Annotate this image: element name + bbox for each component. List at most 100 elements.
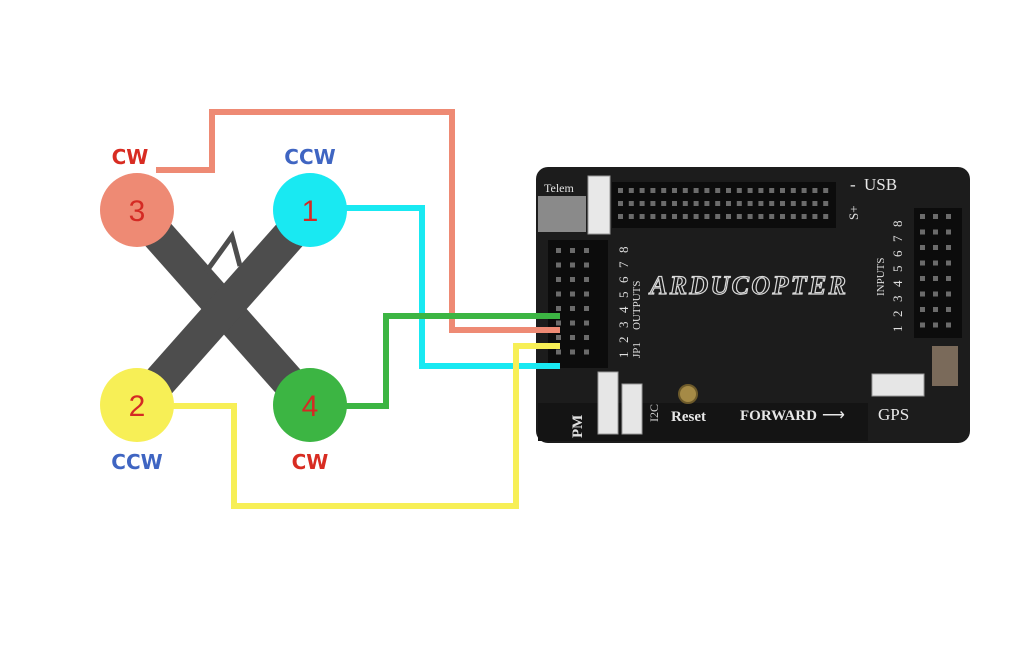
telem-housing: [538, 196, 586, 232]
output-pin: [570, 277, 575, 282]
motor-2: 2 CCW: [100, 368, 174, 474]
header-pin: [628, 188, 634, 193]
output-pin: [556, 320, 561, 326]
input-pin: [933, 276, 938, 281]
header-pin: [704, 188, 710, 193]
header-pin: [693, 214, 699, 219]
output-pin: [570, 248, 575, 253]
header-pin: [618, 188, 623, 193]
header-pin: [628, 201, 634, 206]
header-pin: [693, 188, 699, 193]
header-pin: [823, 201, 829, 206]
output-pin: [570, 349, 575, 355]
input-number: 2: [890, 311, 905, 318]
output-pin: [570, 320, 575, 326]
motor-2-number: 2: [129, 390, 146, 423]
motor-3-circle: [100, 173, 174, 247]
header-pin: [801, 214, 807, 219]
header-pin: [736, 188, 742, 193]
input-pin: [946, 214, 951, 219]
output-pin: [556, 262, 561, 268]
header-pin: [747, 201, 753, 206]
header-pin: [769, 188, 775, 193]
header-pin: [639, 201, 645, 206]
input-pin: [946, 260, 951, 266]
outputs-label: OUTPUTS: [631, 280, 643, 330]
header-pin: [682, 188, 688, 193]
output-number: 2: [616, 337, 631, 344]
header-pin: [661, 201, 667, 206]
output-pin: [584, 306, 589, 311]
input-pin: [920, 291, 925, 297]
header-pin: [693, 201, 699, 206]
wire-motor-3: [156, 109, 560, 333]
output-pin: [584, 349, 589, 355]
header-pin: [650, 201, 656, 206]
output-number: 7: [616, 261, 631, 268]
output-number: 4: [616, 306, 631, 313]
header-pin: [672, 201, 677, 206]
output-number: 3: [616, 322, 631, 329]
input-pin: [946, 291, 951, 297]
header-pin: [823, 214, 829, 219]
header-pin: [650, 214, 656, 219]
header-pin: [780, 214, 785, 219]
motor-4-rotation: CW: [292, 450, 329, 474]
output-pin: [584, 320, 589, 326]
header-pin: [758, 188, 764, 193]
header-pin: [682, 201, 688, 206]
motor-3: 3 CW: [100, 145, 174, 247]
usb-label: USB: [864, 175, 897, 194]
header-pin: [726, 201, 731, 206]
header-pin: [726, 214, 731, 219]
header-pin: [790, 214, 796, 219]
header-pin: [672, 214, 677, 219]
motor-2-rotation: CCW: [111, 450, 162, 474]
motor-4-circle: [273, 368, 347, 442]
input-pin: [946, 245, 951, 250]
input-pin: [933, 214, 938, 219]
header-pin: [736, 214, 742, 219]
output-pin: [556, 277, 561, 282]
input-pin: [946, 322, 951, 328]
telem-label: Telem: [544, 181, 574, 195]
wire-motor-2: [172, 343, 560, 509]
header-pin: [736, 201, 742, 206]
input-header: [914, 208, 962, 338]
output-pin: [556, 248, 561, 253]
quad-frame: [125, 200, 323, 418]
frame-arm-1-2: [125, 200, 323, 418]
telem-connector: [587, 175, 611, 235]
output-number: 6: [616, 276, 631, 283]
i2c-connector: [621, 383, 643, 435]
output-pin: [556, 335, 561, 340]
output-header-pins: [556, 248, 589, 355]
input-number: 1: [890, 326, 905, 333]
header-pin: [801, 188, 807, 193]
input-pin: [933, 229, 938, 235]
output-pin: [556, 349, 561, 355]
header-pin: [715, 214, 721, 219]
header-pin: [769, 201, 775, 206]
wire-motor-1: [346, 205, 560, 369]
input-number: 7: [890, 235, 905, 242]
input-pin: [920, 245, 925, 250]
header-pin: [639, 214, 645, 219]
motor-4-number: 4: [302, 390, 319, 423]
header-pin: [682, 214, 688, 219]
header-pin: [726, 188, 731, 193]
header-pin: [628, 214, 634, 219]
input-pin: [946, 307, 951, 312]
motor-1-rotation: CCW: [284, 145, 335, 169]
ardupilot-board: ARDUCOPTER Telem - USB S+ OUTPUTS 123456…: [536, 167, 970, 443]
output-pin: [584, 262, 589, 268]
input-pin: [920, 276, 925, 281]
header-pin: [790, 201, 796, 206]
header-pin: [758, 201, 764, 206]
forward-label: FORWARD: [740, 408, 817, 424]
header-pin: [715, 201, 721, 206]
gps-label: GPS: [878, 405, 909, 424]
output-pin: [584, 335, 589, 340]
header-pin: [812, 201, 818, 206]
